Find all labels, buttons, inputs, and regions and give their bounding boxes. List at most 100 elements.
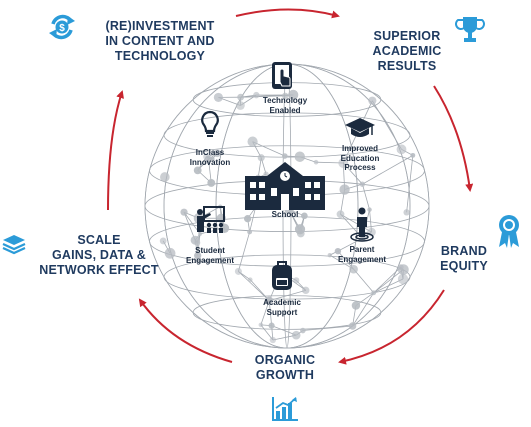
- globe-mesh-node: [257, 154, 265, 162]
- globe-mesh-link: [208, 159, 212, 183]
- arrow-scale-to-reinvest: [107, 90, 124, 211]
- globe-mesh-node: [160, 172, 170, 182]
- globe-mesh-node: [339, 184, 350, 195]
- globe-mesh-link: [373, 278, 404, 294]
- globe-mesh-link: [362, 155, 414, 185]
- globe-mesh-node: [371, 290, 377, 296]
- cycle-arrows: [107, 8, 474, 365]
- globe-mesh-node: [164, 247, 176, 259]
- globe-mesh-node: [237, 93, 245, 101]
- arrow-academic-to-brand: [433, 85, 474, 192]
- globe-mesh-node: [336, 210, 345, 219]
- globe-mesh-node: [351, 301, 361, 310]
- globe-mesh-node: [247, 229, 253, 235]
- globe-mesh-link: [260, 300, 270, 326]
- svg-text:$: $: [59, 23, 65, 34]
- globe-mesh-node: [159, 237, 167, 245]
- globe-mesh-node: [313, 159, 319, 165]
- globe-mesh-node: [197, 231, 203, 236]
- globe-mesh-node: [234, 267, 242, 275]
- trophy-icon: [455, 17, 485, 42]
- globe-mesh-link: [260, 324, 274, 341]
- globe-mesh-link: [252, 141, 285, 157]
- globe-mesh-node: [258, 322, 264, 328]
- globe-mesh-link: [373, 269, 404, 294]
- reinvestment-dollar-cycle-icon: $: [49, 14, 75, 40]
- tablet-touch-icon: [272, 62, 292, 89]
- globe-mesh-node: [213, 92, 223, 102]
- globe-mesh-link: [268, 300, 273, 326]
- graduation-cap-icon: [345, 118, 375, 137]
- globe-mesh-node: [265, 296, 274, 305]
- globe-mesh-link: [302, 325, 353, 331]
- globe-mesh-node: [367, 207, 372, 212]
- growth-chart-icon: [272, 397, 298, 421]
- school-building-icon: [245, 162, 325, 210]
- lightbulb-icon: [201, 110, 219, 137]
- globe-mesh-node: [203, 153, 210, 161]
- globe-mesh-link: [352, 292, 375, 327]
- globe-mesh-node: [213, 149, 222, 158]
- globe-mesh-node: [236, 101, 245, 110]
- globe-mesh-link: [353, 268, 374, 294]
- globe-mesh-link: [373, 266, 401, 294]
- globe-mesh-node: [294, 224, 306, 235]
- globe-mesh-link: [240, 95, 286, 98]
- stacked-layers-icon: [2, 235, 26, 255]
- globe-mesh-node: [288, 89, 299, 100]
- globe-mesh-node: [368, 96, 377, 105]
- globe-mesh-node: [281, 92, 289, 100]
- globe-mesh-node: [359, 181, 366, 187]
- hub-label-school: School: [271, 210, 299, 219]
- globe-mesh-node: [269, 336, 277, 344]
- globe-mesh-node: [334, 247, 342, 255]
- teacher-board-icon: [197, 206, 225, 233]
- globe-mesh-node: [268, 322, 275, 329]
- globe-mesh-link: [249, 207, 256, 233]
- parent-target-icon: [350, 207, 374, 242]
- globe-mesh-link: [329, 254, 354, 270]
- globe-mesh-node: [247, 136, 258, 147]
- globe-mesh-node: [180, 208, 188, 216]
- globe-mesh-node: [194, 239, 201, 246]
- globe-mesh-link: [340, 213, 363, 239]
- globe-mesh-node: [327, 252, 332, 258]
- globe-mesh-node: [410, 152, 416, 158]
- globe-nodes: [159, 89, 416, 344]
- globe-mesh-node: [294, 151, 306, 162]
- globe-mesh-node: [193, 166, 202, 175]
- globe-mesh-node: [396, 144, 407, 155]
- globe-mesh-node: [397, 273, 409, 285]
- award-ribbon-icon: [499, 215, 519, 248]
- globe-mesh-node: [403, 209, 410, 216]
- globe-mesh-link: [340, 213, 372, 233]
- arrow-brand-to-growth: [338, 289, 445, 365]
- globe-mesh-link: [238, 271, 270, 301]
- globe-mesh-node: [348, 322, 357, 330]
- globe-mesh-node: [349, 264, 358, 274]
- globe-mesh-link: [371, 100, 402, 150]
- globe-mesh-node: [291, 330, 301, 340]
- globe-mesh-link: [183, 212, 196, 241]
- globe-mesh-link: [269, 289, 306, 301]
- globe-mesh-node: [302, 286, 310, 295]
- globe-mesh-node: [300, 327, 306, 334]
- globe-mesh-link: [238, 231, 251, 272]
- globe-mesh-node: [263, 171, 269, 177]
- globe-mesh-node: [301, 212, 308, 220]
- arrow-growth-to-scale: [138, 298, 233, 363]
- globe-mesh-link: [271, 325, 297, 336]
